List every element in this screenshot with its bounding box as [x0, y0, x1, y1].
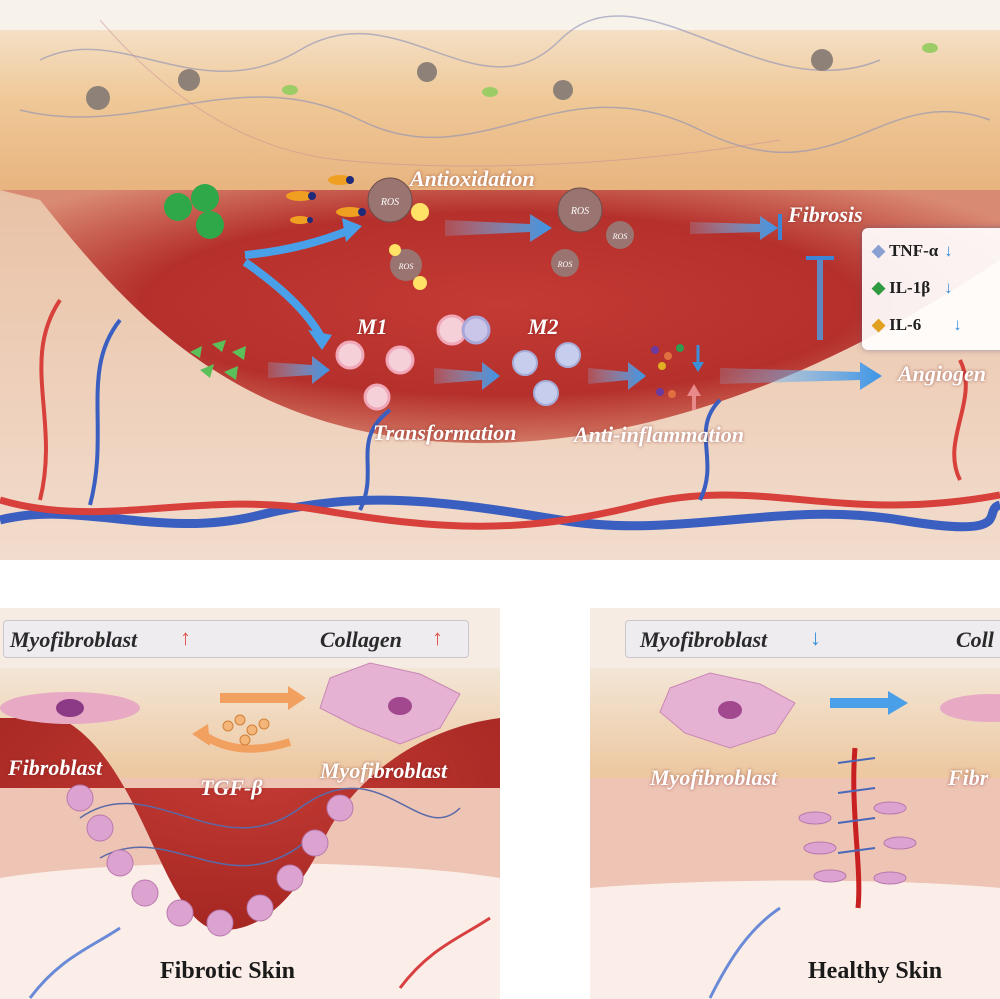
down-arrow-icon: ↓	[953, 315, 962, 334]
legend-label-il1b: IL-1β	[889, 278, 931, 297]
legend-row-tnf: ◆ TNF-α ↓	[872, 236, 953, 266]
healthy-fibroblast-label: Fibr	[948, 765, 989, 790]
legend-label-tnf: TNF-α	[889, 241, 939, 260]
angiogenesis-label: Angiogen	[898, 361, 987, 386]
tgf-beta-label: TGF-β	[200, 775, 263, 800]
wound-illustration: ROS ROS ROS ROS ROS	[0, 0, 1000, 560]
myofibroblast-label: Myofibroblast	[320, 758, 448, 783]
legend-row-il6: ◆ IL-6 ↓	[872, 310, 962, 340]
ros-sphere-label: ROS	[612, 232, 628, 241]
antioxidation-label: Antioxidation	[410, 166, 535, 191]
transformation-label: Transformation	[373, 420, 517, 445]
m2-label: M2	[528, 314, 559, 339]
healthy-banner: Myofibroblast ↓ Coll	[625, 620, 1000, 658]
ros-sphere-label: ROS	[380, 197, 399, 208]
il6-icon: ◆	[872, 315, 886, 334]
fibrotic-skin-illustration	[0, 608, 500, 999]
fibrotic-banner-collagen: Collagen	[320, 627, 402, 652]
tnf-icon: ◆	[872, 241, 886, 260]
down-arrow-icon: ↓	[944, 241, 953, 260]
ros-sphere-label: ROS	[557, 260, 573, 269]
fibrosis-label: Fibrosis	[788, 202, 863, 227]
healthy-myofibroblast-label: Myofibroblast	[650, 765, 778, 790]
fibrotic-skin-title: Fibrotic Skin	[160, 958, 295, 984]
anti-inflammation-label: Anti-inflammation	[574, 422, 744, 447]
healthy-skin-title: Healthy Skin	[808, 958, 943, 984]
fibrotic-banner: Myofibroblast ↑ Collagen ↑	[3, 620, 469, 658]
legend-label-il6: IL-6	[889, 315, 922, 334]
healthy-banner-myofibroblast: Myofibroblast	[640, 627, 768, 652]
healthy-banner-collagen: Coll	[956, 627, 994, 652]
ros-sphere-label: ROS	[570, 206, 589, 217]
down-arrow-icon: ↓	[810, 625, 821, 650]
healthy-skin-illustration	[590, 608, 1000, 999]
m1-label: M1	[357, 314, 388, 339]
cytokine-legend: ◆ TNF-α ↓ ◆ IL-1β ↓ ◆ IL-6 ↓	[862, 228, 1000, 350]
fibroblast-label: Fibroblast	[8, 755, 103, 780]
down-arrow-icon: ↓	[944, 278, 953, 297]
up-arrow-icon: ↑	[432, 625, 443, 650]
ros-sphere-label: ROS	[398, 262, 414, 271]
il1b-icon: ◆	[872, 278, 886, 297]
fibrotic-banner-myofibroblast: Myofibroblast	[10, 627, 138, 652]
legend-row-il1b: ◆ IL-1β ↓	[872, 273, 953, 303]
up-arrow-icon: ↑	[180, 625, 191, 650]
